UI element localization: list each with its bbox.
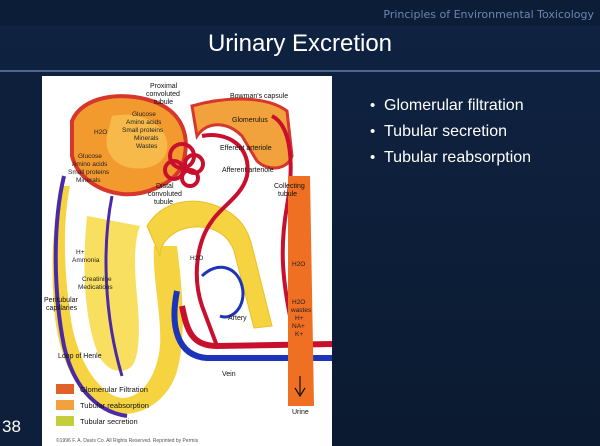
label-wastes-upper: Wastes xyxy=(136,143,158,150)
label-proximal: Proximal xyxy=(150,83,178,90)
label-minerals-left: Minerals xyxy=(76,177,101,184)
label-efferent-arteriole: Efferent arteriole xyxy=(220,145,272,152)
title-divider xyxy=(0,70,600,72)
label-k-plus: K+ xyxy=(295,331,303,338)
top-bar: Principles of Environmental Toxicology xyxy=(0,0,600,26)
legend-label-glomerular-filtration: Glomerular Filtration xyxy=(80,385,148,394)
label-minerals-upper: Minerals xyxy=(134,135,159,142)
label-h2o-collecting: H2O xyxy=(292,261,305,268)
label-medications: Medications xyxy=(78,284,113,291)
label-loop-of-henle: Loop of Henle xyxy=(58,353,102,360)
label-distal: Distal xyxy=(156,183,174,190)
figure-copyright: ©1996 F. A. Davis Co. All Rights Reserve… xyxy=(56,437,199,444)
label-amino-acids-upper: Amino acids xyxy=(126,119,162,126)
label-creatinine: Creatinine xyxy=(82,276,112,283)
label-h-plus: H+ xyxy=(76,249,85,256)
label-na-plus: NA+ xyxy=(292,323,305,330)
label-urine: Urine xyxy=(292,409,309,416)
label-distal-convoluted: convoluted xyxy=(148,191,182,198)
label-bowmans-capsule: Bowman's capsule xyxy=(230,93,288,100)
left-panel xyxy=(0,72,42,446)
label-amino-acids-left: Amino acids xyxy=(72,161,108,168)
label-vein: Vein xyxy=(222,371,236,378)
bullet-list: Glomerular filtration Tubular secretion … xyxy=(370,93,531,171)
slide-title: Urinary Excretion xyxy=(0,30,600,58)
label-h2o-collecting-lower: H2O xyxy=(292,299,305,306)
bullet-item: Glomerular filtration xyxy=(370,93,531,119)
legend-swatch-tubular-reabsorption xyxy=(56,400,74,410)
label-glucose-upper: Glucose xyxy=(132,111,156,118)
label-peritubular: Peritubular xyxy=(44,297,79,304)
bullet-item: Tubular reabsorption xyxy=(370,145,531,171)
label-proximal-convoluted: convoluted xyxy=(146,91,180,98)
legend-label-tubular-reabsorption: Tubular reabsorption xyxy=(80,401,149,410)
label-proximal-tubule: tubule xyxy=(154,99,173,106)
label-distal-tubule: tubule xyxy=(154,199,173,206)
page-number: 38 xyxy=(2,417,21,437)
collecting-tubule-shape xyxy=(288,176,314,406)
blue-loop xyxy=(202,267,243,317)
label-h2o-distal: H2O xyxy=(190,255,203,262)
legend-swatch-tubular-secretion xyxy=(56,416,74,426)
label-ammonia: Ammonia xyxy=(72,257,100,264)
figure-legend: Glomerular Filtration Tubular reabsorpti… xyxy=(56,384,149,426)
course-title: Principles of Environmental Toxicology xyxy=(383,8,594,21)
label-afferent-arteriole: Afferent arteriole xyxy=(222,167,274,174)
label-h-plus-collecting: H+ xyxy=(295,315,304,322)
legend-swatch-glomerular-filtration xyxy=(56,384,74,394)
label-glucose-left: Glucose xyxy=(78,153,102,160)
nephron-illustration: Proximal convoluted tubule Bowman's caps… xyxy=(42,76,332,446)
label-small-proteins-left: Small proteins xyxy=(68,169,110,176)
bullet-item: Tubular secretion xyxy=(370,119,531,145)
label-collecting: Collecting xyxy=(274,183,305,190)
label-h2o-upper: H2O xyxy=(94,129,107,136)
legend-label-tubular-secretion: Tubular secretion xyxy=(80,417,138,426)
label-capillaries: capillaries xyxy=(46,305,78,312)
loop-inner xyxy=(84,216,140,371)
label-small-proteins-upper: Small proteins xyxy=(122,127,164,134)
label-collecting-tubule: tubule xyxy=(278,191,297,198)
label-artery: Artery xyxy=(228,315,247,322)
label-wastes-collecting: wastes xyxy=(290,307,312,314)
nephron-diagram: Proximal convoluted tubule Bowman's caps… xyxy=(42,76,332,446)
label-glomerulus: Glomerulus xyxy=(232,117,268,124)
